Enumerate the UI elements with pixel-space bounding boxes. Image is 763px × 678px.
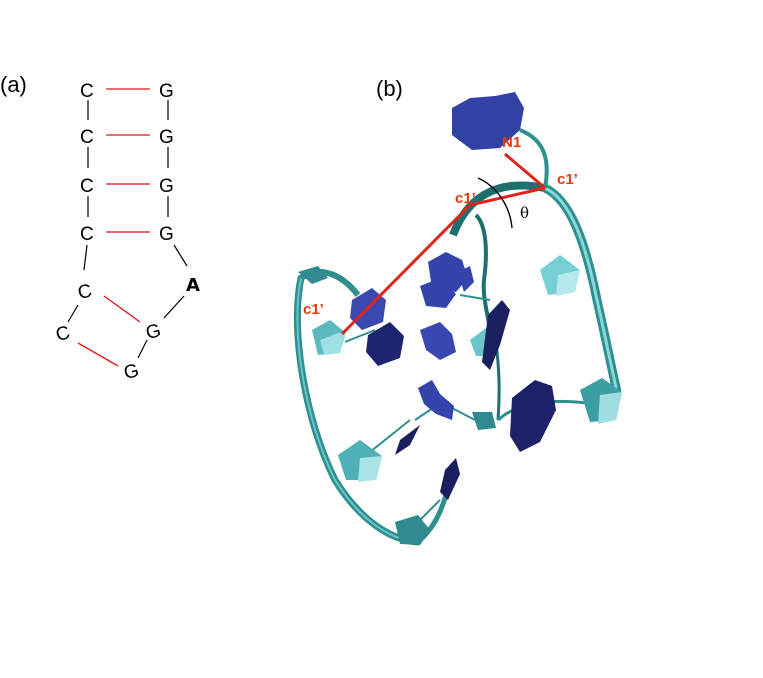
base-a-bulge: A [186,275,200,296]
base-g-5: G [144,320,163,344]
backbone-r4 [173,244,188,267]
rna-3d-model [293,92,622,546]
ribbon-top-arch [449,181,546,237]
link-7 [459,294,491,301]
base-blue-6 [418,380,454,420]
atom-label-c1-mid: c1’ [455,190,476,207]
atom-label-n1: N1 [502,134,521,151]
c1-c1-long-line [340,203,472,336]
base-blue-3 [420,278,456,308]
base-c-6: C [53,322,72,346]
backbone-connectors [67,100,188,359]
base-dark-3 [510,380,556,452]
backbone-r5 [163,295,185,319]
stem-pair-lines [77,88,150,367]
sugar-pentagon-5 [395,515,430,545]
backbone-l4 [83,244,88,271]
base-g-4: G [159,224,174,245]
base-c-1: C [80,81,94,102]
base-blue-4 [458,266,474,292]
geometry-lines [340,152,546,336]
base-dark-4 [440,458,460,500]
base-g-2: G [159,127,174,148]
panel-b-label: (b) [376,76,403,101]
pair-line-6 [77,342,119,367]
base-g-3: G [159,176,174,197]
base-dark-2 [482,300,510,370]
sugar-pentagon-2-face [358,456,382,482]
backbone-l5 [67,304,79,323]
base-g-6: G [122,360,141,384]
base-dark-1 [366,322,404,366]
sugar-pentagon-4-face [598,392,622,424]
ribbon-n1-connector [519,128,549,189]
angle-arc [477,177,513,229]
c1-c1-line [469,186,546,207]
panel-b: (b) [293,76,622,546]
base-dark-5 [395,425,420,455]
sugar-pentagon-7 [472,412,496,430]
sugar-pentagon-1-face [320,333,346,355]
base-c-3: C [80,176,94,197]
panel-a-label: (a) [0,72,27,97]
n1-c1-line [504,152,546,190]
pair-line-5 [103,295,141,323]
base-g-1: G [159,81,174,102]
ribbon-right-highlight [544,186,619,393]
sugar-pentagon-3-face [556,270,580,296]
base-c-4: C [80,224,94,245]
ribbon-left-outer-highlight [296,277,419,543]
base-n1-top [452,92,524,150]
backbone-r6 [137,339,148,359]
link-4 [451,407,476,421]
atom-label-c1-left: c1’ [303,301,324,318]
angle-theta-label: θ [520,204,529,222]
base-c-2: C [80,127,94,148]
panel-a: (a) C C C C C C [0,72,200,384]
atom-label-c1-top: c1’ [557,171,578,188]
base-c-5: C [76,280,94,304]
link-1 [344,329,376,343]
base-blue-5 [420,322,456,360]
sugar-pentagon-8 [298,266,328,284]
